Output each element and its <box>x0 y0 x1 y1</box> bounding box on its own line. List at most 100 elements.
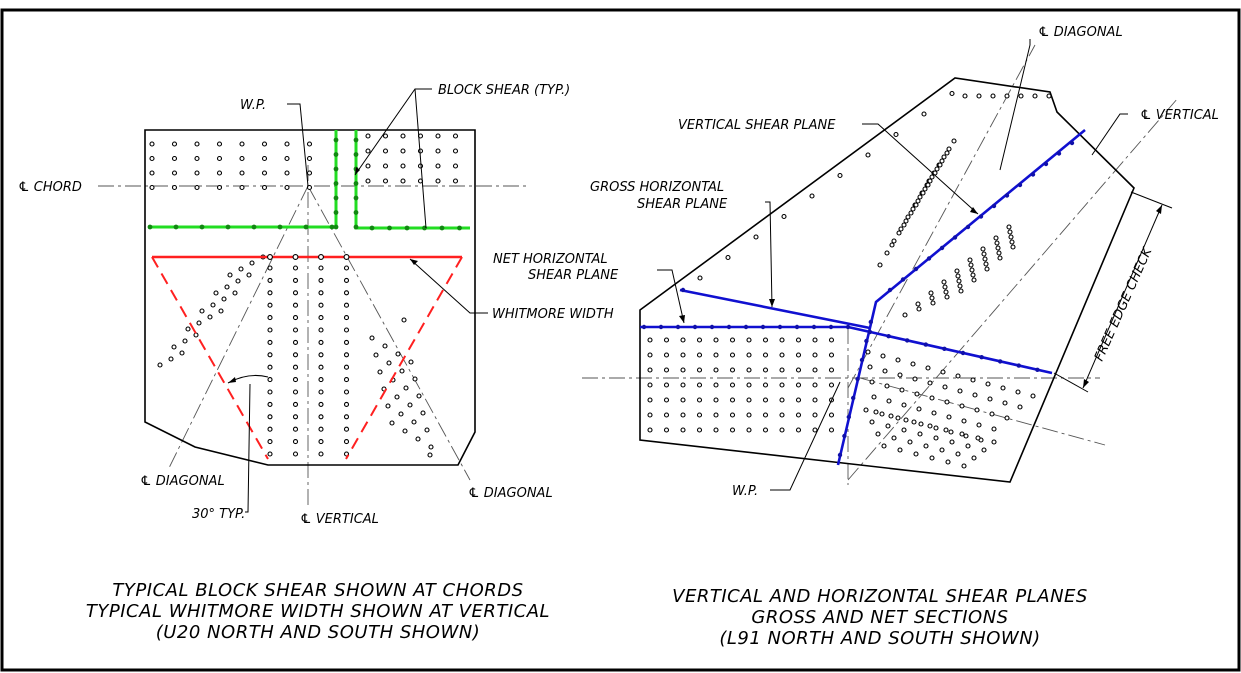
bolt-hole <box>680 397 686 403</box>
whitmore-bolt <box>292 254 299 260</box>
bolt-hole <box>929 455 935 461</box>
bolt-hole <box>382 178 389 184</box>
bolt-hole <box>318 277 324 283</box>
block-shear-bolt <box>353 224 359 230</box>
bolt-hole <box>994 240 1000 246</box>
bolt-hole <box>239 141 245 147</box>
bolt-hole <box>746 412 752 418</box>
bolt-hole <box>951 138 957 144</box>
bolt-hole <box>435 148 441 154</box>
bolt-hole <box>343 265 350 271</box>
bolt-hole <box>408 359 414 365</box>
bolt-hole <box>343 414 350 420</box>
bolt-hole <box>407 402 413 408</box>
bolt-hole <box>762 427 769 433</box>
bolt-hole <box>292 364 299 370</box>
bolt-hole <box>377 369 383 375</box>
bolt-hole <box>171 141 178 147</box>
bolt-hole <box>647 397 653 403</box>
bolt-hole <box>981 251 987 257</box>
bolt-hole <box>318 389 324 395</box>
bolt-hole <box>746 367 752 373</box>
shear-plane-bolt <box>842 433 847 439</box>
whitmore-bolt <box>343 254 350 260</box>
shear-plane-bolt <box>1056 151 1062 156</box>
whitmore-bolt <box>318 254 324 260</box>
bolt-hole <box>369 335 375 341</box>
block-shear-bolt <box>404 225 410 231</box>
shear-plane-bolt <box>828 324 834 330</box>
bolt-hole <box>944 294 950 300</box>
bolt-hole <box>267 426 273 432</box>
bolt-hole <box>812 397 818 403</box>
block-shear-bolt <box>199 224 205 230</box>
right-gusset-detail: FREE EDGE CHECK ℄ DIAGONAL ℄ VERTICAL VE… <box>493 25 1219 649</box>
bolt-pattern-right <box>647 90 1052 469</box>
bolt-hole <box>967 257 973 263</box>
bolt-hole <box>452 163 459 169</box>
bolt-hole <box>318 315 324 321</box>
bolt-hole <box>959 431 965 437</box>
bolt-hole <box>762 397 769 403</box>
bolt-hole <box>828 352 835 358</box>
bolt-hole <box>318 352 324 358</box>
bolt-hole <box>781 213 787 220</box>
bolt-hole <box>965 443 971 449</box>
bolt-hole <box>680 337 686 343</box>
bolt-hole <box>382 163 389 169</box>
bolt-hole <box>753 234 759 240</box>
bolt-hole <box>869 419 875 425</box>
bolt-hole <box>218 308 224 314</box>
bolt-hole <box>991 439 997 445</box>
bolt-hole <box>365 133 371 139</box>
bolt-hole <box>812 382 818 388</box>
bolt-hole <box>828 337 835 343</box>
bolt-hole <box>696 337 703 343</box>
bolt-hole <box>318 414 324 420</box>
bolt-hole <box>895 415 901 421</box>
bolt-hole <box>779 427 785 433</box>
bolt-hole <box>982 256 988 262</box>
bolt-hole <box>680 382 686 388</box>
bolt-hole <box>663 412 670 418</box>
bolt-hole <box>261 155 268 162</box>
bolt-hole <box>373 352 379 358</box>
diagonal-label-right: ℄ DIAGONAL <box>468 486 553 501</box>
bolt-hole <box>386 360 392 366</box>
bolt-hole <box>292 426 299 432</box>
bolt-hole <box>171 155 178 162</box>
bolt-hole <box>292 339 299 345</box>
bolt-hole <box>399 368 405 374</box>
bolt-hole <box>713 367 719 373</box>
bolt-hole <box>395 351 401 357</box>
shear-plane-bolt <box>855 376 860 382</box>
bolt-hole <box>897 447 903 453</box>
bolt-hole <box>885 423 891 429</box>
bolt-hole <box>306 184 313 191</box>
block-shear-bolt <box>251 224 257 230</box>
bolt-hole <box>157 362 163 368</box>
bolt-hole <box>696 367 703 373</box>
bolt-hole <box>292 401 299 407</box>
bolt-hole <box>239 170 245 176</box>
bolt-hole <box>292 389 299 395</box>
bolt-hole <box>343 377 350 383</box>
shear-plane-bolt <box>1017 182 1023 188</box>
bolt-hole <box>927 423 933 429</box>
right-caption-line-3: (L91 NORTH AND SOUTH SHOWN) <box>719 628 1040 649</box>
sheet-border <box>0 8 1241 672</box>
angle-label: 30° TYP. <box>192 507 245 522</box>
bolt-hole <box>213 290 219 296</box>
bolt-hole <box>365 178 371 184</box>
bolt-hole <box>795 367 802 373</box>
shear-plane-bolt <box>978 214 984 219</box>
bolt-hole <box>937 162 943 168</box>
diagonal-centerline-right <box>307 185 471 481</box>
bolt-hole <box>292 302 299 308</box>
bolt-hole <box>812 367 818 373</box>
bolt-hole <box>179 350 185 356</box>
bolt-hole <box>981 447 987 453</box>
block-shear-bolt <box>333 166 339 172</box>
bolt-hole <box>400 148 406 154</box>
bolt-hole <box>343 290 350 296</box>
